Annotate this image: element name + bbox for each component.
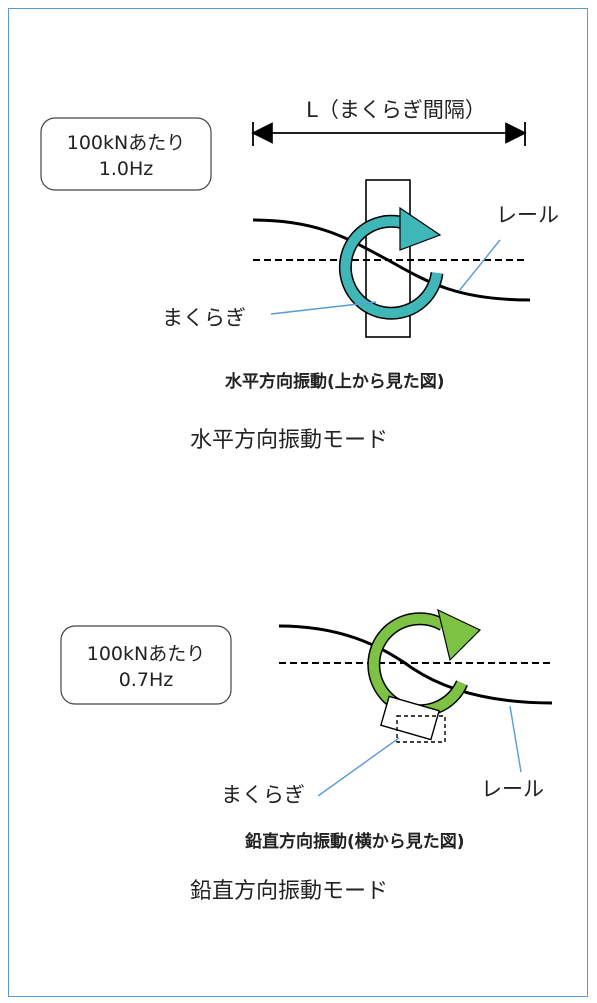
vertical-sleeper-label: まくらぎ: [221, 783, 305, 807]
horizontal-mode-section: 100kNあたり 1.0Hz L（まくらぎ間隔） レール まくらぎ 水平方向振動…: [40, 98, 559, 453]
horizontal-load-box: [40, 117, 212, 191]
vertical-mode-title: 鉛直方向振動モード: [190, 879, 388, 904]
vertical-load-label: 100kNあたり: [87, 643, 205, 665]
dimension-label: L（まくらぎ間隔）: [306, 98, 486, 122]
horizontal-rotation-arrow: [338, 206, 444, 320]
horizontal-load-label: 100kNあたり: [67, 132, 185, 154]
vertical-sleeper: [380, 695, 440, 741]
vertical-frequency-label: 0.7Hz: [119, 669, 174, 691]
vertical-sleeper-original-position: [396, 715, 446, 743]
horizontal-rail-curve: [252, 218, 531, 302]
vertical-rail-curve: [278, 624, 553, 705]
vertical-rail-leader: [509, 705, 522, 773]
horizontal-sleeper-leader: [270, 301, 377, 315]
figure-frame: [8, 8, 588, 997]
vertical-load-box: [60, 625, 232, 705]
horizontal-rail-label: レール: [496, 203, 559, 227]
horizontal-frequency-label: 1.0Hz: [99, 158, 154, 180]
horizontal-caption: 水平方向振動(上から見た図): [225, 371, 445, 392]
vertical-caption: 鉛直方向振動(横から見た図): [245, 831, 465, 852]
vertical-rail-label: レール: [481, 777, 544, 801]
horizontal-mode-title: 水平方向振動モード: [190, 428, 388, 453]
vertical-sleeper-leader: [317, 737, 400, 797]
horizontal-rail-leader: [458, 239, 501, 292]
vertical-mode-section: 100kNあたり 0.7Hz まくらぎ レール 鉛直方向振動(横から見た図) 鉛…: [60, 608, 553, 904]
horizontal-sleeper-label: まくらぎ: [162, 306, 246, 330]
vertical-rotation-arrow: [367, 608, 482, 718]
